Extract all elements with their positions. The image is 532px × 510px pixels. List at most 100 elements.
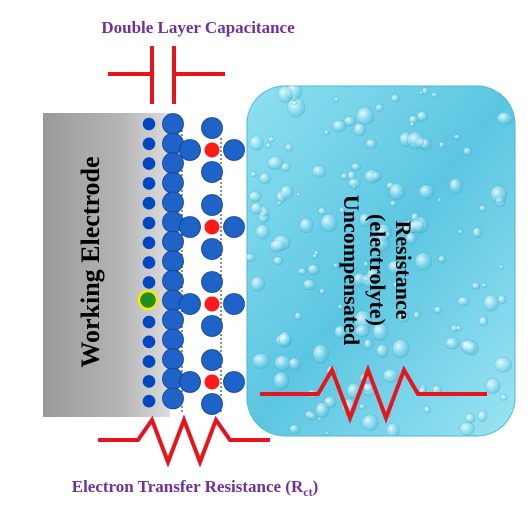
water-droplet — [347, 178, 361, 189]
electron-dot — [142, 394, 156, 408]
water-droplet — [272, 256, 284, 266]
water-droplet — [267, 156, 284, 170]
water-droplet — [255, 224, 270, 240]
water-droplet — [400, 238, 407, 246]
water-droplet — [496, 111, 513, 126]
rct-label: Electron Transfer Resistance (Rct) — [72, 477, 319, 499]
solvation-shell-molecule — [223, 139, 245, 161]
water-droplet — [407, 131, 425, 150]
water-droplet — [259, 172, 271, 185]
water-droplet — [320, 213, 338, 233]
water-droplet — [249, 135, 264, 151]
electron-dot — [142, 375, 156, 388]
electron-dot — [142, 216, 156, 230]
water-droplet — [414, 252, 433, 271]
electrolyte-label-line3: Resistance — [391, 221, 416, 320]
water-droplet — [268, 136, 275, 143]
water-droplet — [297, 267, 307, 276]
water-droplet — [343, 115, 356, 127]
water-droplet — [389, 182, 406, 201]
solvation-shell-molecule — [201, 238, 223, 260]
water-droplet — [390, 94, 400, 103]
water-droplet — [354, 324, 371, 338]
water-droplet — [323, 129, 330, 136]
water-droplet — [462, 146, 473, 156]
water-droplet — [392, 282, 399, 289]
water-droplet — [416, 111, 429, 122]
electrolyte-resistor-icon — [260, 364, 487, 424]
water-droplet — [407, 219, 425, 234]
water-droplet — [340, 172, 349, 180]
electrolyte-label: Uncompensated (electrolyte) Resistance — [339, 195, 416, 345]
solvent-molecule — [162, 113, 184, 135]
electron-dot — [142, 276, 156, 289]
water-droplet — [317, 207, 327, 216]
rct-label-main: Electron Transfer Resistance (R — [72, 477, 304, 496]
water-droplet — [353, 122, 367, 137]
water-droplet — [269, 239, 285, 253]
electron-dot — [142, 196, 156, 210]
water-droplet — [359, 212, 372, 227]
solvation-shell-molecule — [179, 216, 201, 238]
ion-core — [204, 142, 220, 158]
water-droplet — [294, 311, 303, 321]
electrolyte-label-line2: (electrolyte) — [365, 214, 390, 326]
solvent-layer — [162, 113, 184, 410]
solvent-molecule — [162, 328, 184, 351]
solvated-ion — [179, 117, 245, 183]
water-droplet — [386, 422, 400, 436]
solvent-molecule — [162, 269, 184, 292]
water-droplet — [375, 343, 389, 358]
solvent-molecule — [162, 230, 184, 253]
water-droplet — [351, 162, 362, 171]
water-droplet — [471, 282, 481, 290]
electron-dot — [142, 157, 156, 170]
water-droplet — [481, 282, 488, 288]
solvated-ions — [179, 117, 245, 415]
water-droplet — [455, 325, 462, 332]
water-droplet — [421, 87, 429, 95]
electron-dot — [142, 335, 156, 349]
water-droplet — [375, 103, 384, 113]
ion-core — [204, 296, 220, 312]
electron-dot — [142, 117, 156, 131]
water-droplet — [499, 393, 508, 401]
capacitance-label: Double Layer Capacitance — [101, 18, 295, 37]
water-droplet — [494, 356, 512, 373]
water-droplet — [312, 253, 318, 259]
water-droplet — [465, 413, 476, 424]
water-droplet — [304, 410, 315, 420]
solvation-shell-molecule — [201, 349, 223, 371]
solvent-molecule — [162, 191, 184, 214]
water-droplet — [363, 169, 380, 184]
water-droplet — [497, 295, 507, 304]
water-droplet — [478, 204, 487, 213]
electron-dot — [142, 137, 156, 151]
water-droplet — [247, 253, 256, 263]
water-droplet — [387, 260, 403, 275]
water-droplet — [250, 276, 265, 292]
water-droplet — [333, 96, 340, 103]
water-droplet — [437, 255, 446, 264]
solvation-shell-molecule — [201, 161, 223, 183]
adsorbed-molecule — [137, 289, 159, 311]
water-droplet — [302, 279, 317, 291]
solvation-shell-molecule — [179, 139, 201, 161]
water-droplet — [312, 343, 330, 364]
water-droplet — [299, 217, 314, 234]
solvent-molecule — [162, 250, 184, 273]
solvation-shell-molecule — [201, 315, 223, 337]
water-droplet — [334, 325, 347, 340]
electron-dot — [142, 236, 156, 250]
water-droplet — [389, 200, 397, 208]
rct-label-subscript: ct — [303, 485, 312, 499]
water-droplet — [284, 143, 294, 152]
charge-transfer-resistor-icon — [98, 414, 270, 468]
water-droplet — [291, 100, 298, 106]
water-droplet — [382, 368, 399, 383]
electrolyte-label-line1: Uncompensated — [339, 195, 364, 345]
electron-dot — [142, 315, 156, 329]
electron-dot — [142, 177, 156, 190]
water-droplet — [311, 164, 327, 178]
water-droplet — [392, 339, 410, 359]
